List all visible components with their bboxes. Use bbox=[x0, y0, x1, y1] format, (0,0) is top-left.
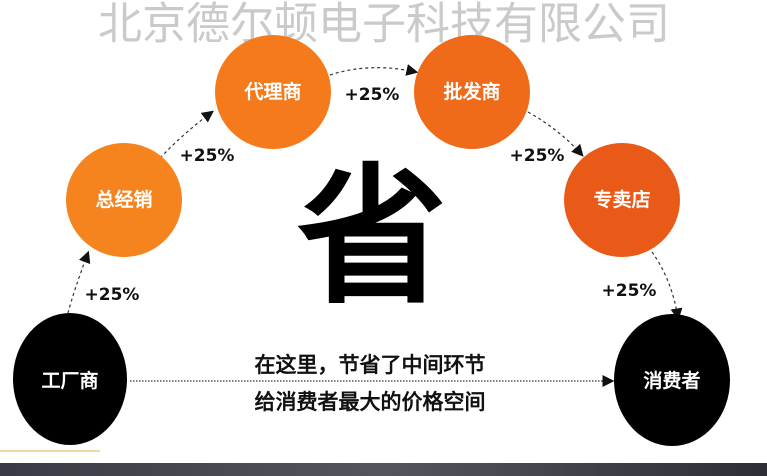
markup-label: +25% bbox=[180, 146, 235, 166]
arrow-store-to-consumer bbox=[651, 251, 683, 321]
node-wholesaler-label: 批发商 bbox=[443, 80, 500, 103]
watermark: 北京德尔顿电子科技有限公司 bbox=[98, 0, 670, 50]
node-consumer-label: 消费者 bbox=[643, 369, 700, 392]
markup-label: +25% bbox=[345, 85, 400, 105]
markup-label: +25% bbox=[602, 281, 657, 301]
message-line-1: 在这里，节省了中间环节 bbox=[255, 353, 486, 377]
node-store: 专卖店 bbox=[564, 143, 680, 257]
node-agent: 代理商 bbox=[215, 35, 331, 149]
node-store-label: 专卖店 bbox=[593, 188, 650, 211]
message-line-2: 给消费者最大的价格空间 bbox=[255, 390, 486, 414]
markup-label: +25% bbox=[510, 146, 565, 166]
node-wholesaler: 批发商 bbox=[414, 35, 530, 149]
decor-line bbox=[0, 450, 100, 452]
node-factory: 工厂商 bbox=[13, 313, 127, 445]
arrow-agent-to-wholesaler bbox=[329, 64, 419, 76]
node-factory-label: 工厂商 bbox=[41, 369, 98, 392]
markup-label: +25% bbox=[85, 285, 140, 305]
save-character: 省 bbox=[297, 151, 447, 325]
bottom-bar bbox=[0, 463, 767, 476]
node-general-distributor-label: 总经销 bbox=[95, 188, 152, 211]
node-general-distributor: 总经销 bbox=[66, 143, 182, 257]
node-consumer: 消费者 bbox=[614, 314, 730, 446]
node-agent-label: 代理商 bbox=[243, 80, 301, 103]
arrow-distributor-to-agent bbox=[159, 110, 214, 159]
arrow-wholesaler-to-store bbox=[527, 111, 584, 157]
